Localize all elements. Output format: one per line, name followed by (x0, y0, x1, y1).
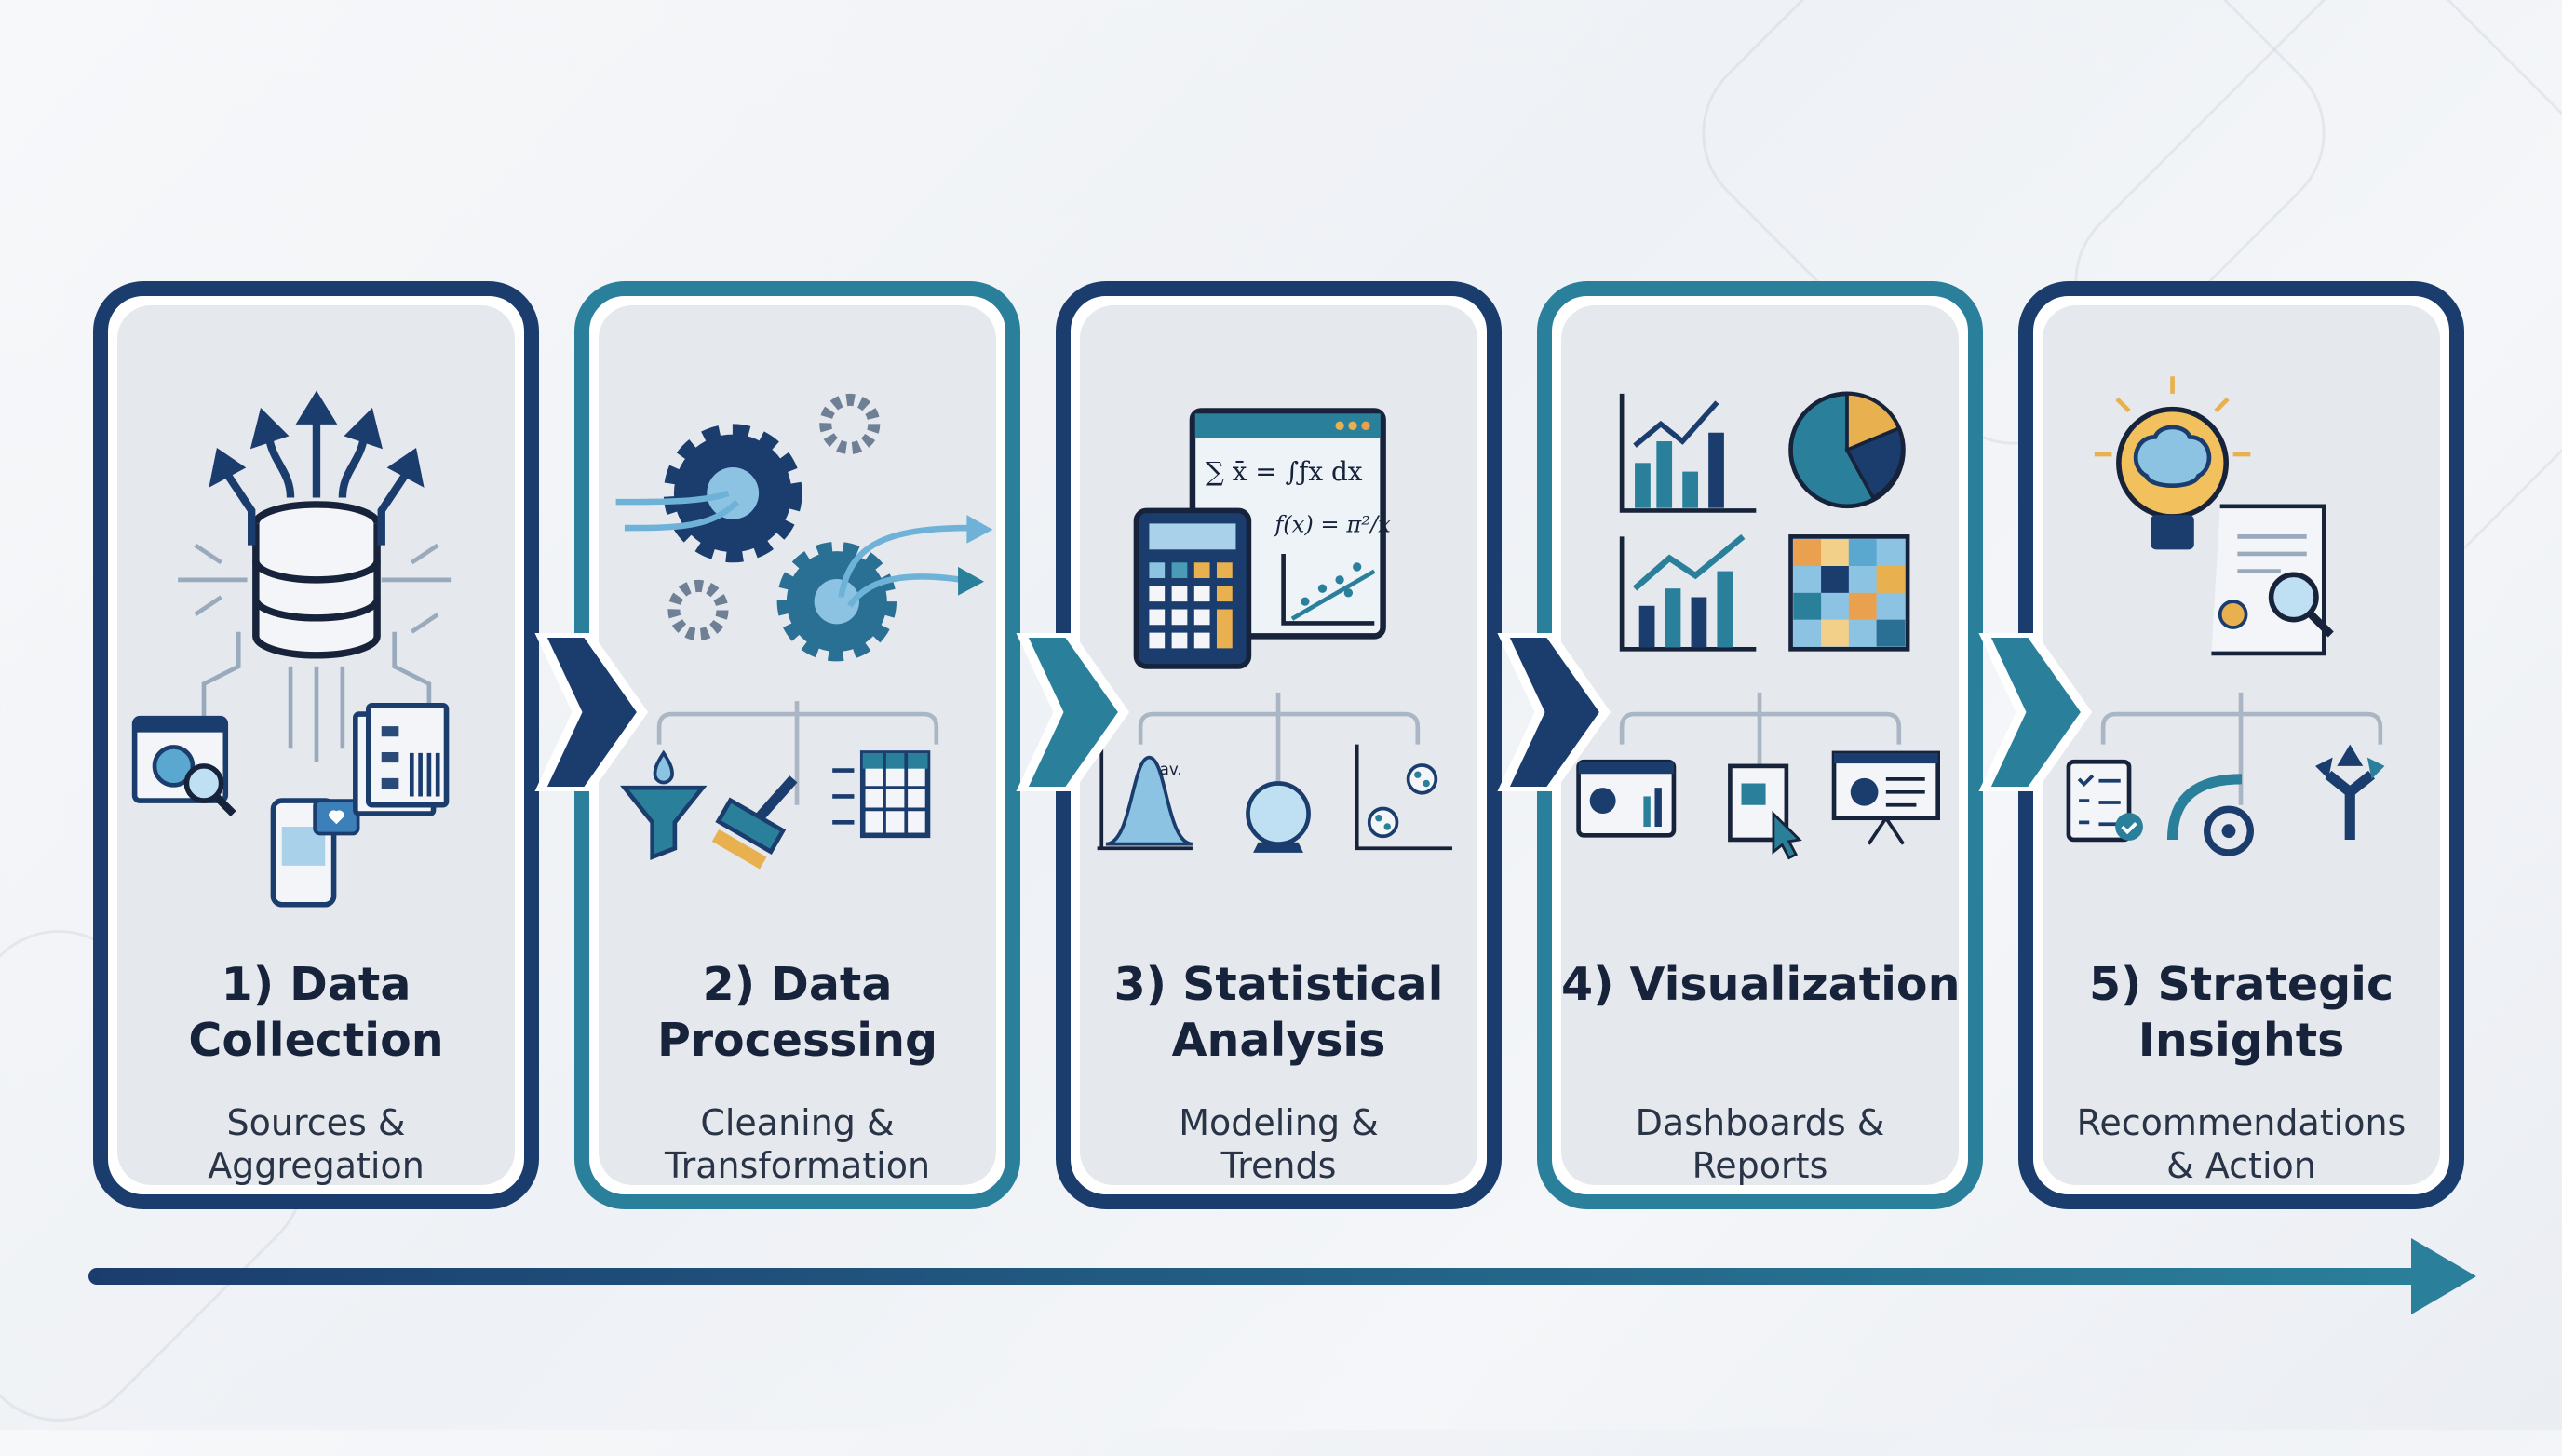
chevron-arrow-icon (1016, 633, 1130, 791)
database-icon (252, 501, 381, 659)
stage-subtitle: Modeling &Trends (1179, 1102, 1379, 1186)
report-cursor-icon (1728, 763, 1802, 860)
heatmap-icon (1788, 534, 1910, 652)
stage-title: 4) Visualization (1561, 958, 1961, 1011)
svg-text:∑ x̄ = ∫ƒx dx: ∑ x̄ = ∫ƒx dx (1206, 456, 1363, 487)
target-arrow-icon (2166, 774, 2254, 856)
direction-arrows-icon (2315, 744, 2385, 840)
bar-line-chart-icon (1619, 393, 1757, 513)
funnel-icon (620, 749, 708, 860)
chevron-arrow-icon (534, 633, 649, 791)
lightbulb-brain-icon (2094, 376, 2251, 550)
table-transform-icon (832, 750, 931, 839)
document-barcode-icon (353, 702, 450, 816)
large-gear-icon (663, 424, 802, 563)
stage-subtitle: Cleaning &Transformation (664, 1102, 931, 1186)
upward-arrows-icon (209, 390, 425, 546)
scatter-cluster-icon (1355, 744, 1453, 851)
mobile-social-icon (270, 798, 360, 908)
svg-text:av.: av. (1160, 760, 1182, 778)
growth-chart-icon (1619, 533, 1757, 652)
teal-gear-icon (776, 541, 897, 662)
stage-subtitle: Dashboards &Reports (1635, 1102, 1885, 1186)
svg-text:f(x) = π²/x: f(x) = π²/x (1273, 512, 1391, 538)
chevron-arrow-icon (1978, 633, 2093, 791)
stage-subtitle: Sources &Aggregation (208, 1102, 425, 1186)
timeline-arrow-icon (88, 1238, 2476, 1314)
data-processing-icons (615, 393, 993, 870)
connector-lines (2100, 692, 2383, 805)
stage-panel-statistical-analysis: ∑ x̄ = ∫ƒx dx f(x) = π²/x (1056, 281, 1502, 1209)
crystal-ball-icon (1246, 781, 1311, 853)
certificate-magnifier-icon (2211, 504, 2334, 656)
strategic-insights-icons (2066, 376, 2385, 856)
circuit-lines-icon (178, 543, 452, 762)
stage-subtitle: Recommendations& Action (2076, 1102, 2407, 1186)
statistical-analysis-icons: ∑ x̄ = ∫ƒx dx f(x) = π²/x (1097, 408, 1453, 853)
cleaning-brush-icon (711, 775, 798, 870)
data-collection-icons (131, 390, 452, 908)
dashboard-icon (1576, 759, 1677, 838)
presentation-board-icon (1831, 750, 1940, 845)
pie-chart-icon (1788, 391, 1906, 509)
data-flow-arrows-icon (615, 490, 993, 608)
connector-lines (656, 701, 939, 805)
calculator-icon (1133, 507, 1252, 669)
web-search-icon (131, 715, 236, 817)
stage-panel-visualization: 4) Visualization Dashboards &Reports (1537, 281, 1983, 1209)
visualization-icons (1576, 391, 1940, 860)
checklist-icon (2066, 759, 2143, 843)
bell-curve-icon: av. (1097, 744, 1193, 851)
chevron-arrow-icon (1497, 633, 1611, 791)
